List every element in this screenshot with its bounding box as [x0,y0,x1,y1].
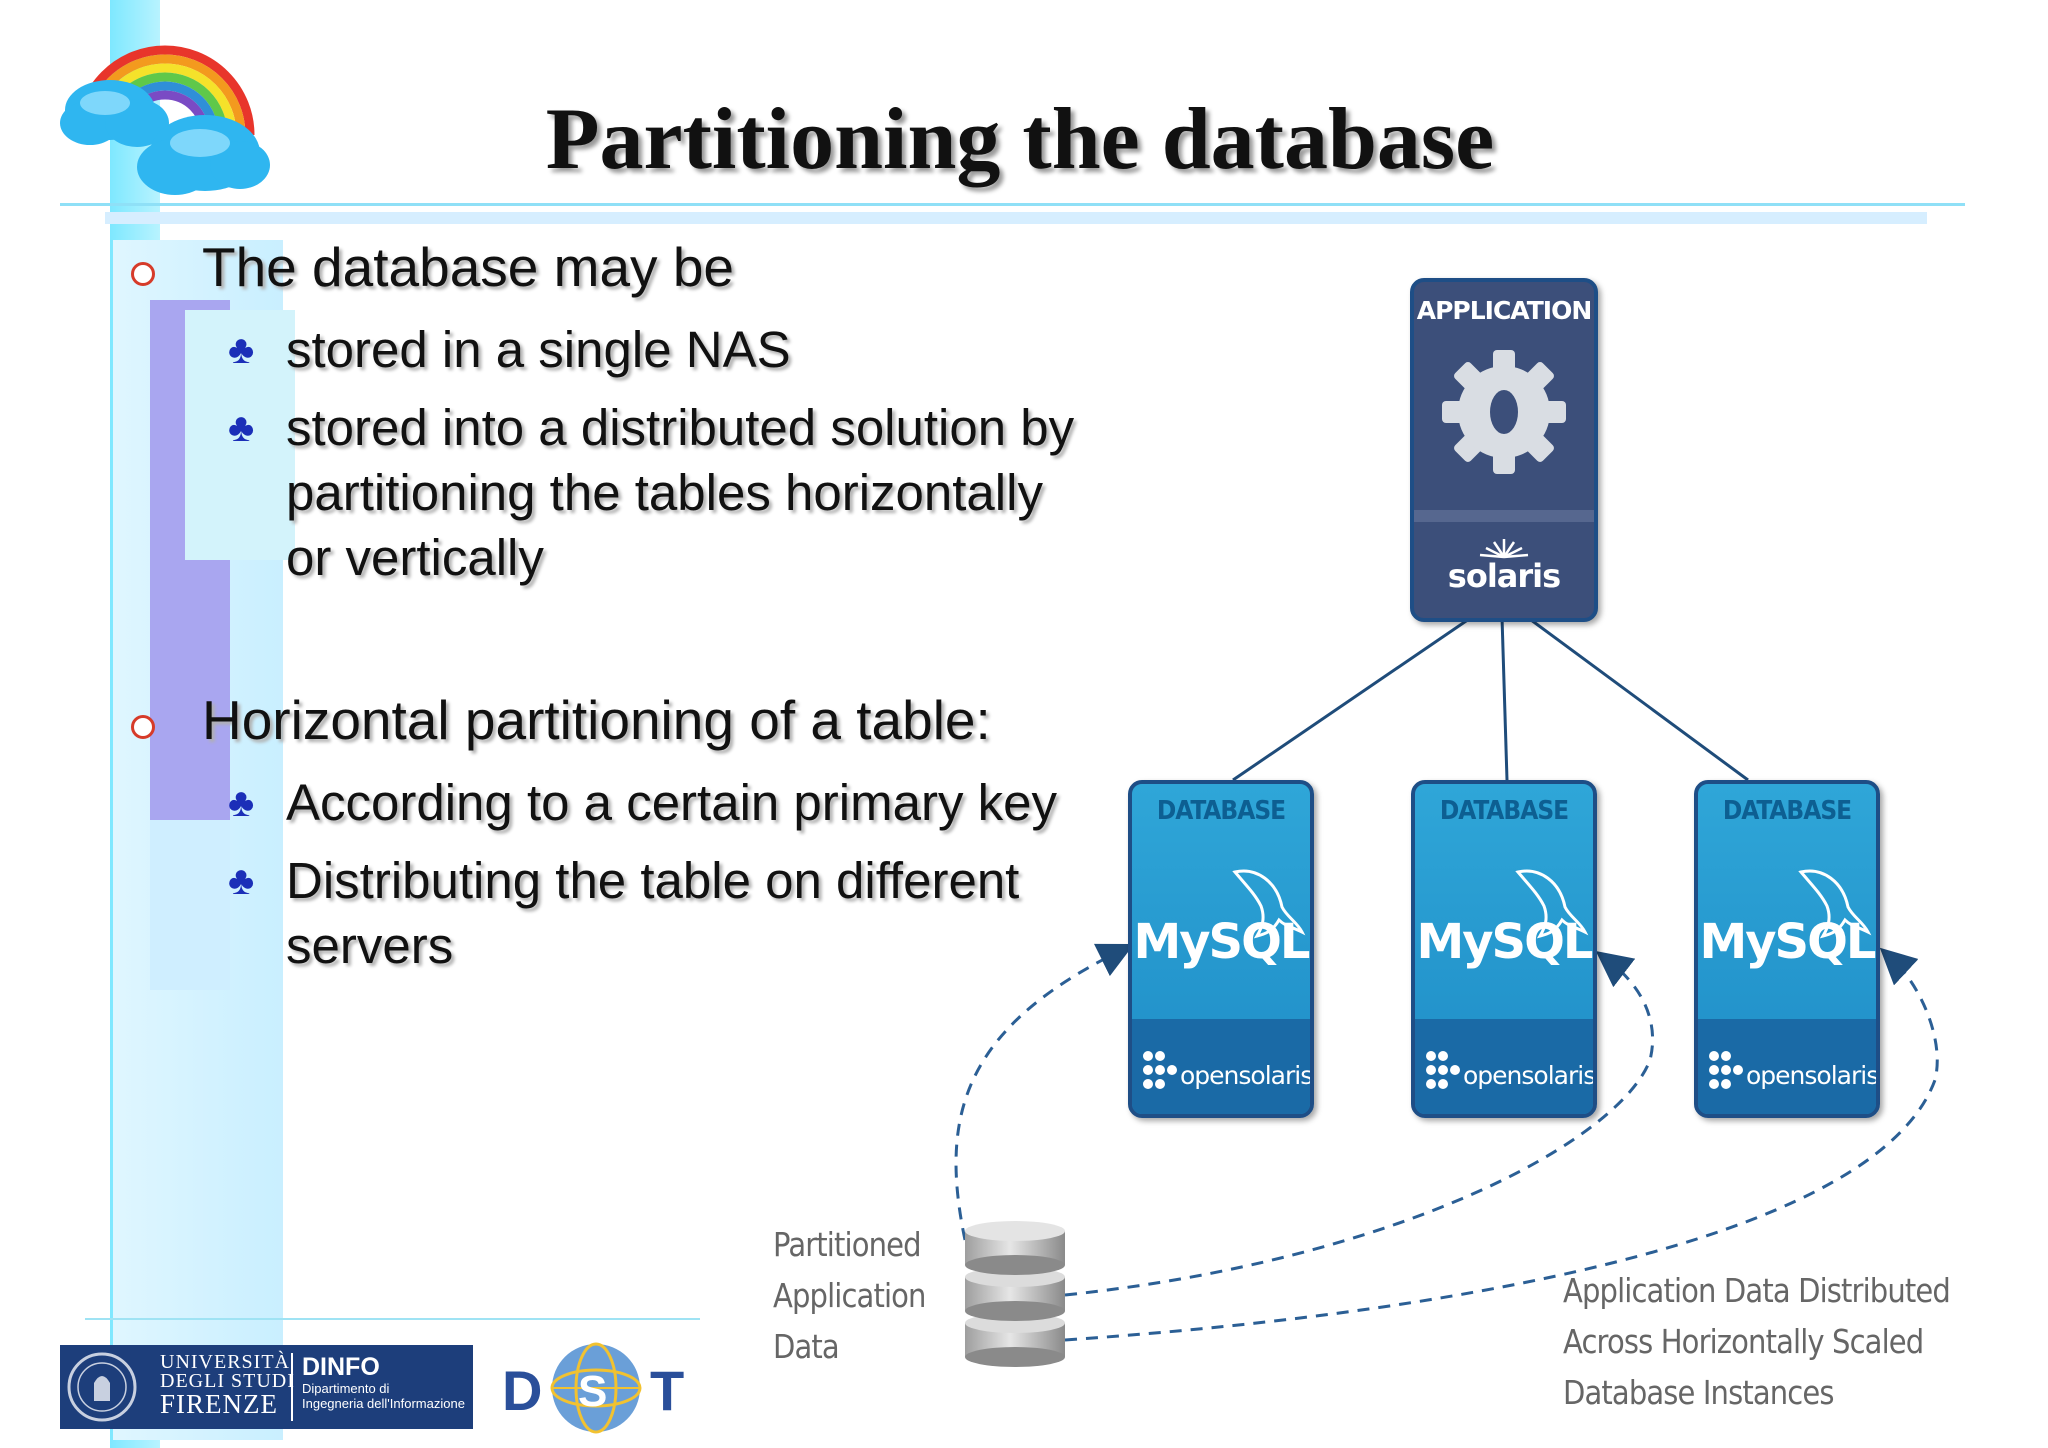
university-line: FIRENZE [160,1389,278,1419]
application-node-divider [1414,510,1594,522]
dolphin-icon [1798,869,1872,939]
left-caption: Partitioned Application Data [773,1219,926,1372]
caption-line: Database Instances [1563,1373,1834,1412]
database-node: DATABASE MySQL opensolaris [1694,780,1880,1118]
opensolaris-label: opensolaris [1746,1061,1879,1090]
dept-line: Ingegneria dell'Informazione [302,1396,465,1411]
opensolaris-icon [1143,1051,1177,1089]
database-node: DATABASE MySQL opensolaris [1128,780,1314,1118]
sub-bullet-text: stored in a single NAS [286,321,791,378]
disit-letter-t: T [650,1359,684,1422]
university-seal-icon [67,1352,137,1422]
club-bullet-icon: ♣ [228,406,255,450]
club-bullet-icon: ♣ [228,781,255,825]
dept-line: Dipartimento di [302,1381,390,1396]
department-name: DINFO Dipartimento di Ingegneria dell'In… [302,1353,465,1411]
bullet-ring-icon [131,715,155,739]
dept-title: DINFO [302,1353,380,1381]
page-title: Partitioning the database [545,91,1495,188]
bullet-ring-icon [131,262,155,286]
sub-bullet-text: partitioning the tables horizontally [286,464,1043,521]
sun-rays-icon [1479,539,1529,559]
left-lower-band [150,820,230,990]
caption-line: Across Horizontally Scaled [1563,1322,1924,1361]
disit-logo: D T S [502,1342,684,1434]
rainbow-cloud-icon [60,45,270,195]
opensolaris-icon [1709,1051,1743,1089]
caption-line: Data [773,1327,840,1366]
mysql-label: MySQL [1699,914,1876,970]
database-node-footer-band: opensolaris [1415,1019,1593,1114]
database-node-header: DATABASE [1722,796,1852,826]
dashed-arrow [954,943,1135,1241]
link-line [1526,615,1749,782]
application-node-footer: solaris [1447,557,1561,595]
database-node-header: DATABASE [1156,796,1286,826]
sub-bullet-text: servers [286,917,454,974]
caption-line: Application Data Distributed [1563,1271,1951,1310]
left-pale-band [185,310,295,560]
bullet-text: The database may be [202,236,735,298]
application-node: APPLICATION solaris [1410,278,1598,622]
link-line [1232,615,1473,782]
opensolaris-label: opensolaris [1463,1061,1596,1090]
dashed-arrow [1064,951,1655,1297]
caption-line: Partitioned [773,1225,922,1264]
caption-line: Application [773,1276,926,1315]
sub-bullet-text: Distributing the table on different [286,852,1020,909]
university-logo: UNIVERSITÀ DEGLI STUDI FIRENZE DINFO Dip… [60,1345,473,1429]
partitioned-data-cylinder-icon [965,1221,1065,1367]
mysql-label: MySQL [1416,914,1593,970]
database-node-footer-band: opensolaris [1698,1019,1876,1114]
dashed-arrow [1064,947,1939,1342]
university-line: DEGLI STUDI [160,1370,295,1392]
opensolaris-label: opensolaris [1180,1061,1313,1090]
bullet-text: Horizontal partitioning of a table: [202,689,991,751]
title-divider [60,203,1965,206]
university-name: UNIVERSITÀ DEGLI STUDI FIRENZE [160,1351,295,1419]
right-caption: Application Data Distributed Across Hori… [1563,1265,1951,1418]
club-bullet-icon: ♣ [228,328,255,372]
disit-letter-d: D [502,1359,542,1422]
database-node-header: DATABASE [1439,796,1569,826]
database-node: DATABASE MySQL opensolaris [1411,780,1597,1118]
footer-divider [85,1318,700,1320]
logo-divider [291,1353,293,1421]
sub-bullet-text: or vertically [286,529,544,586]
mysql-label: MySQL [1133,914,1310,970]
club-bullet-icon: ♣ [228,859,255,903]
dolphin-icon [1515,869,1589,939]
application-node-header: APPLICATION [1416,296,1593,325]
disit-letter-s: S [578,1367,607,1416]
university-line: UNIVERSITÀ [160,1351,290,1373]
dolphin-icon [1232,869,1306,939]
sub-bullet-text: According to a certain primary key [286,774,1057,831]
link-line [1500,616,1509,781]
sub-bullet-text: stored into a distributed solution by [286,399,1075,456]
database-node-footer-band: opensolaris [1132,1019,1310,1114]
opensolaris-icon [1426,1051,1460,1089]
gear-icon [1442,350,1566,474]
title-divider-shadow [105,212,1927,224]
